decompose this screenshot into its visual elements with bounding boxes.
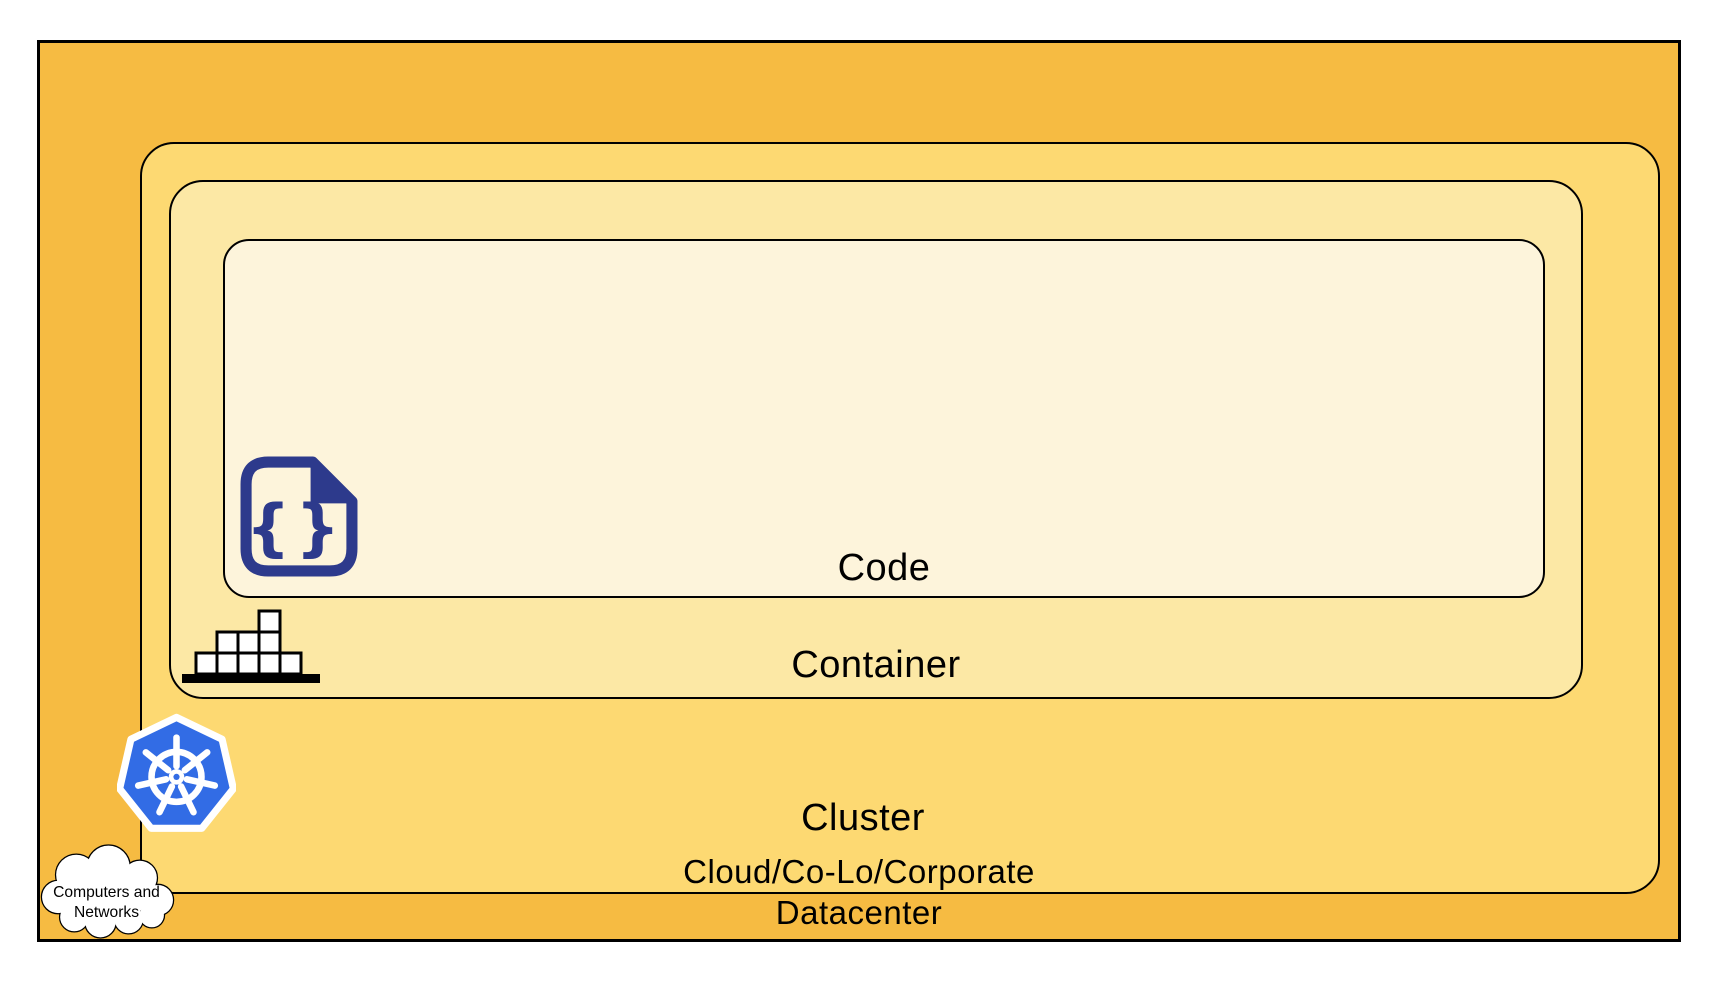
cloud-icon: Computers and Networks <box>36 844 177 942</box>
container-box <box>236 630 261 655</box>
container-boxes-icon <box>182 609 320 684</box>
helm-spoke <box>134 775 170 789</box>
container-boxes-group <box>194 609 303 676</box>
layer-code <box>223 239 1545 598</box>
code-file-icon: {} <box>240 456 358 577</box>
helm-spoke <box>177 783 197 816</box>
code-braces-glyph: {} <box>246 491 345 564</box>
container-box <box>257 609 282 634</box>
container-box <box>257 630 282 655</box>
datacenter-label: Cloud/Co-Lo/Corporate Datacenter <box>40 851 1678 933</box>
kubernetes-icon <box>117 711 236 838</box>
container-base-platform <box>182 674 320 683</box>
cloud-text-line1: Computers and <box>53 884 160 901</box>
container-box <box>257 651 282 676</box>
datacenter-label-line1: Cloud/Co-Lo/Corporate <box>683 853 1035 890</box>
container-box <box>236 651 261 676</box>
layer-datacenter: Code Container Cluster Cloud/Co-Lo/Corpo… <box>37 40 1681 942</box>
cluster-label: Cluster <box>801 797 925 839</box>
code-file-outline <box>240 456 358 577</box>
datacenter-label-line2: Datacenter <box>775 894 943 931</box>
code-file-fold <box>310 460 354 504</box>
helm-spoke <box>142 749 172 774</box>
helm-spoke <box>181 749 211 774</box>
container-label: Container <box>791 644 961 686</box>
cloud-text-line2: Networks <box>74 904 139 921</box>
container-box <box>194 651 219 676</box>
helm-spoke <box>156 783 176 816</box>
kubernetes-helm-wheel <box>134 734 219 816</box>
container-box <box>215 651 240 676</box>
cloud-body-fill <box>42 845 173 938</box>
code-label: Code <box>837 547 931 589</box>
container-box <box>215 630 240 655</box>
container-box <box>278 651 303 676</box>
helm-spoke <box>183 775 219 789</box>
helm-hub-center <box>173 773 180 780</box>
